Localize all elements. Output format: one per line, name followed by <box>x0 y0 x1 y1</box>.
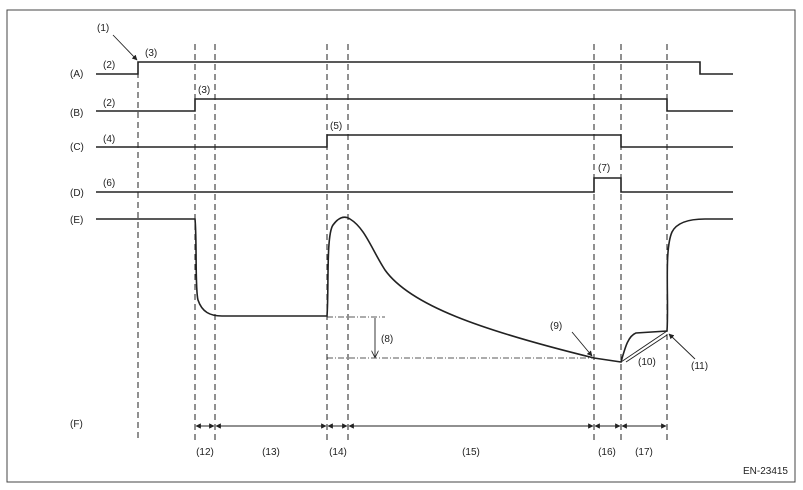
interval-label-14: (14) <box>329 447 347 458</box>
interval-label-15: (15) <box>462 447 480 458</box>
ramp-line <box>625 334 668 363</box>
row-label-a: (A) <box>70 69 83 80</box>
callout-1: (1) <box>97 23 109 34</box>
signal-c <box>96 134 733 148</box>
row-label-d: (D) <box>70 188 84 199</box>
callout-2-a: (2) <box>103 60 115 71</box>
callout-10: (10) <box>638 357 656 368</box>
callout-5: (5) <box>330 121 342 132</box>
callout-9: (9) <box>550 321 562 332</box>
interval-label-17: (17) <box>635 447 653 458</box>
signal-e <box>96 216 733 363</box>
callout-leader <box>571 331 593 357</box>
ramp-line <box>620 330 668 363</box>
signal-a <box>96 61 733 75</box>
callout-3-b: (3) <box>198 85 210 96</box>
diagram-frame <box>6 9 796 483</box>
callout-3-a: (3) <box>145 48 157 59</box>
callout-7: (7) <box>598 163 610 174</box>
interval-label-12: (12) <box>196 447 214 458</box>
callout-11: (11) <box>691 361 708 372</box>
callout-6: (6) <box>103 178 115 189</box>
callout-4: (4) <box>103 134 115 145</box>
callout-leader <box>668 333 696 360</box>
row-label-b: (B) <box>70 108 83 119</box>
row-label-f: (F) <box>70 419 83 430</box>
callout-leader <box>112 34 138 61</box>
row-label-e: (E) <box>70 215 83 226</box>
signal-d <box>96 177 733 193</box>
interval-label-13: (13) <box>262 447 280 458</box>
callout-8: (8) <box>381 334 393 345</box>
figure-code: EN-23415 <box>743 466 788 477</box>
signal-b <box>96 98 733 112</box>
interval-label-16: (16) <box>598 447 616 458</box>
timing-lines <box>137 44 668 442</box>
row-label-c: (C) <box>70 142 84 153</box>
callout-2-b: (2) <box>103 98 115 109</box>
